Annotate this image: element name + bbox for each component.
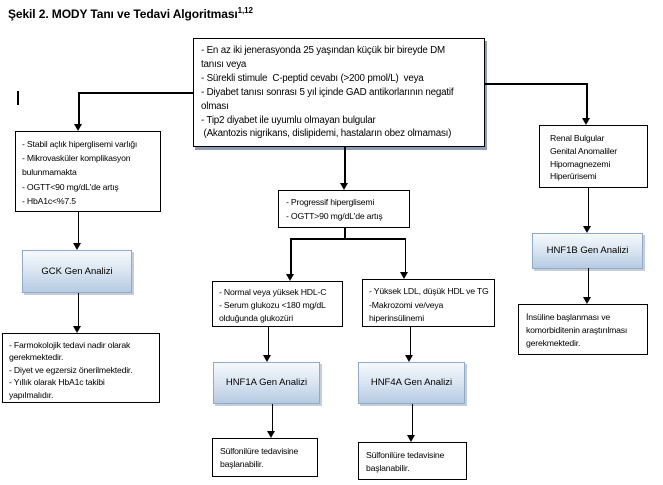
text-line: İnsüline başlanması ve <box>526 312 610 322</box>
text-line: - Mikrovasküler komplikasyon <box>22 153 131 164</box>
text-line: - OGTT>90 mg/dL'de artış <box>286 210 383 221</box>
sulfonylurea-treatment-box-left: Sülfonilüre tedavisine başlanabilir. <box>212 438 318 477</box>
flow-line <box>290 238 406 240</box>
flow-line <box>77 293 79 326</box>
hnf1a-gene-analysis-box: HNF1A Gen Analizi <box>213 362 320 404</box>
text-line: - Diyabet tanısı sonrası 5 yıl içinde GA… <box>201 86 454 98</box>
flow-line <box>78 92 80 124</box>
text-line: yapılmalıdır. <box>9 389 54 400</box>
text-line: - Farmokolojik tedavi nadir olarak <box>9 340 131 350</box>
text-line: Genital Anomaliler <box>550 145 617 156</box>
text-line: gerekmektedir. <box>526 338 581 348</box>
text-line: başlanabilir. <box>366 463 410 473</box>
flow-line <box>271 404 273 431</box>
flow-line <box>344 147 346 183</box>
flow-arrowhead <box>581 118 590 125</box>
text-line: - Tip2 diyabet ile uyumlu olmayan bulgul… <box>201 114 376 126</box>
flow-arrowhead <box>73 124 82 131</box>
flow-line <box>77 212 79 243</box>
hnf1a-criteria-box: - Normal veya yüksek HDL-C - Serum glukoz… <box>212 281 343 327</box>
text-line: olduğunda glukozüri <box>219 313 293 324</box>
flow-line <box>78 92 194 94</box>
text-line: - Serum glukozu <180 mg/dL <box>219 300 326 311</box>
hnf4a-criteria-box: - Yüksek LDL, düşük HDL ve TG -Makrozomi … <box>362 279 495 327</box>
flow-arrowhead <box>263 355 271 362</box>
flow-line <box>586 83 588 118</box>
text-line: komorbiditenin araştırılması <box>526 325 628 335</box>
flow-line <box>587 188 589 226</box>
flow-line <box>290 238 292 274</box>
flow-line <box>485 83 587 85</box>
text-line: - Sürekli stimule C-peptid cevabı (>200 … <box>201 72 424 84</box>
flow-arrowhead <box>73 243 81 250</box>
flow-line <box>344 228 346 238</box>
flow-arrowhead <box>73 326 81 333</box>
flow-line <box>409 327 411 355</box>
hnf4a-gene-analysis-box: HNF4A Gen Analizi <box>358 362 465 404</box>
text-line: (Akantozis nigrikans, dislipidemi, hasta… <box>201 128 452 140</box>
text-line: - Diyet ve egzersiz önerilmektedir. <box>9 364 133 375</box>
flow-arrowhead <box>267 431 275 438</box>
gck-criteria-box: - Stabil açlık hiperglisemi varlığı - Mik… <box>15 131 161 212</box>
text-line: Sülfonilüre tedavisine <box>366 450 445 460</box>
text-line: - En az iki jenerasyonda 25 yaşından küç… <box>201 45 445 56</box>
text-line: - OGTT<90 mg/dL'de artış <box>22 181 119 192</box>
text-line: - Progressif hiperglisemi <box>286 197 375 207</box>
flow-arrowhead <box>407 435 415 442</box>
text-line: hiperinsülinemi <box>369 313 424 323</box>
text-line: -Makrozomi ve/veya <box>369 299 444 310</box>
text-line: - Normal veya yüksek HDL-C <box>219 287 327 297</box>
text-line: gerekmektedir. <box>9 352 64 363</box>
flow-arrowhead <box>400 272 408 279</box>
gck-gene-analysis-box: GCK Gen Analizi <box>22 250 132 293</box>
flow-arrowhead <box>339 183 348 190</box>
text-line: - HbA1c<%7.5 <box>22 195 76 206</box>
text-line: Sülfonilüre tedavisine <box>220 446 299 456</box>
sulfonylurea-treatment-box-right: Sülfonilüre tedavisine başlanabilir. <box>358 442 467 480</box>
flow-arrowhead <box>583 297 591 304</box>
figure-title-superscript: 1,12 <box>237 6 253 15</box>
flow-line <box>587 268 589 297</box>
flow-line <box>267 327 269 355</box>
flow-arrowhead <box>405 355 413 362</box>
gck-treatment-box: - Farmokolojik tedavi nadir olarak gerekm… <box>2 333 160 403</box>
text-line: Hipomagnezemi <box>550 158 611 169</box>
flow-line <box>404 238 406 272</box>
progressive-hyperglycemia-box: - Progressif hiperglisemi - OGTT>90 mg/dL… <box>278 190 410 228</box>
figure-title: Şekil 2. MODY Tanı ve Tedavi Algoritması… <box>8 6 253 21</box>
text-line: Hiperürisemi <box>550 171 597 182</box>
text-line: olması <box>201 100 229 112</box>
criteria-box: - En az iki jenerasyonda 25 yaşından küç… <box>193 38 485 147</box>
text-line: Renal Bulgular <box>550 133 605 143</box>
text-line: - Yüksek LDL, düşük HDL ve TG <box>369 286 489 296</box>
figure-title-text: Şekil 2. MODY Tanı ve Tedavi Algoritması <box>8 7 238 21</box>
flow-arrowhead <box>583 226 591 233</box>
flow-arrowhead <box>285 274 294 281</box>
text-line: - Yıllık olarak HbA1c takibi <box>9 377 105 388</box>
text-line: tanısı veya <box>201 58 247 70</box>
stray-cursor-mark <box>17 91 19 105</box>
text-line: başlanabilir. <box>220 459 264 469</box>
insulin-treatment-box: İnsüline başlanması ve komorbiditenin ara… <box>518 304 648 355</box>
text-line: - Stabil açlık hiperglisemi varlığı <box>22 139 138 149</box>
text-line: bulunmamakta <box>22 167 77 178</box>
flow-line <box>411 404 413 435</box>
hnf1b-gene-analysis-box: HNF1B Gen Analizi <box>532 233 643 269</box>
